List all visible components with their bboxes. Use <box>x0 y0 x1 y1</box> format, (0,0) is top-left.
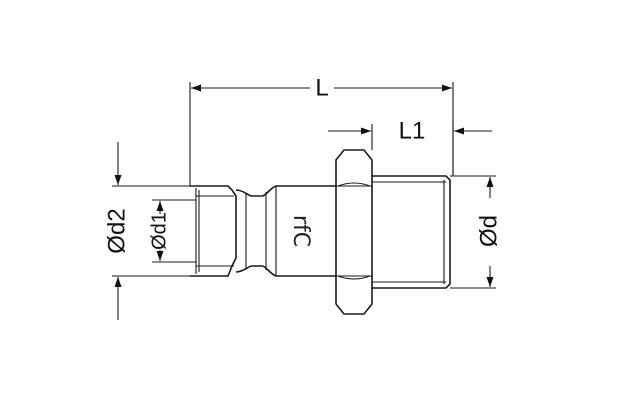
label-d1: Ød1 <box>148 212 170 250</box>
dimension-d2: Ød2 <box>103 142 190 320</box>
label-L: L <box>315 74 328 101</box>
groove-section-bottom <box>235 265 336 277</box>
thread-end <box>372 175 451 289</box>
hex-nut-chamfer-top <box>337 182 371 187</box>
dimension-L: L <box>189 74 454 186</box>
manufacturer-logo: rfC <box>288 215 313 247</box>
dimension-L1: L1 <box>328 117 492 176</box>
logo-text: rfC <box>288 215 313 247</box>
dimension-d: Ød <box>450 175 502 289</box>
groove-section <box>235 185 336 197</box>
hex-nut-chamfer-bottom <box>337 275 371 280</box>
press-end-body <box>190 185 237 277</box>
label-d: Ød <box>475 215 502 247</box>
label-L1: L1 <box>399 117 426 144</box>
label-d2: Ød2 <box>103 208 130 253</box>
dimension-d1: Ød1 <box>148 199 196 263</box>
fitting-outline <box>190 149 451 315</box>
hex-nut <box>335 149 373 315</box>
label-bg-L <box>310 74 334 102</box>
